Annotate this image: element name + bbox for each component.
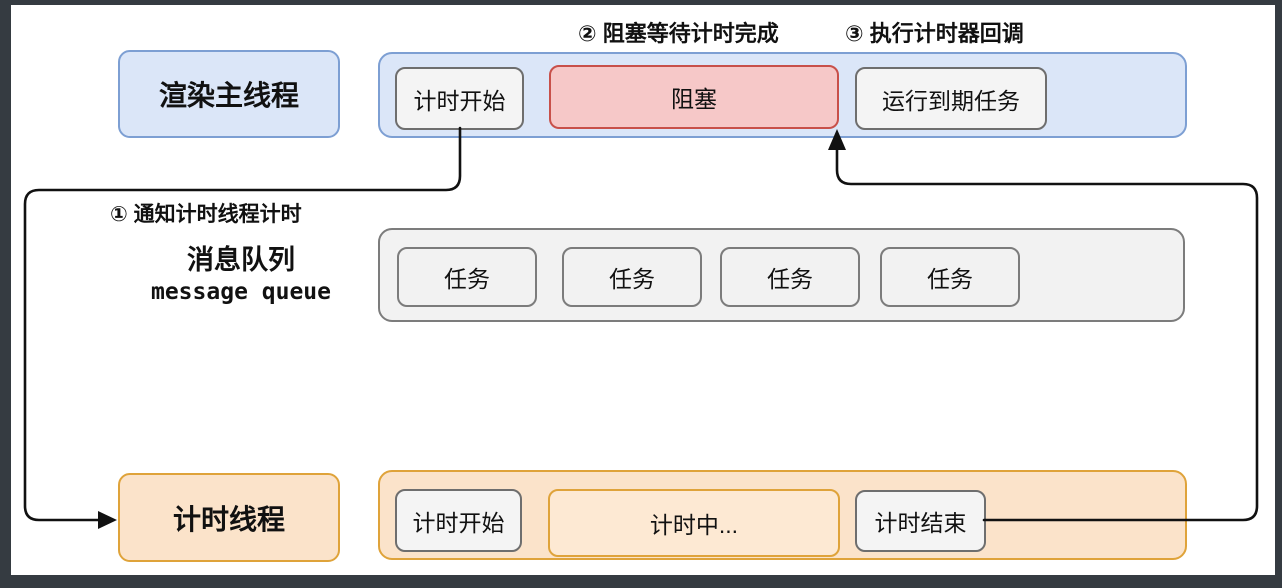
timing-end-box: 计时结束 xyxy=(855,490,986,552)
timing-in-progress-box: 计时中... xyxy=(548,489,840,557)
message-queue-container: 任务 任务 任务 任务 xyxy=(378,228,1185,322)
run-expired-tasks-box: 运行到期任务 xyxy=(855,67,1047,130)
task-box: 任务 xyxy=(397,247,537,307)
task-box: 任务 xyxy=(562,247,702,307)
message-queue-label: 消息队列 message queue xyxy=(91,244,391,307)
step1-annotation: ① 通知计时线程计时 xyxy=(110,203,302,226)
timing-done-callback-arrow xyxy=(828,129,1259,522)
run-expired-tasks-label: 运行到期任务 xyxy=(882,87,1020,114)
render-main-thread-text: 渲染主线程 xyxy=(158,80,299,111)
timing-start-box-main: 计时开始 xyxy=(395,67,524,130)
notify-timer-thread-arrow xyxy=(23,126,462,529)
task-label: 任务 xyxy=(927,266,973,292)
timer-thread-text: 计时线程 xyxy=(172,503,285,535)
task-label: 任务 xyxy=(767,266,813,292)
task-box: 任务 xyxy=(720,247,860,307)
step3-annotation: ③ 执行计时器回调 xyxy=(845,21,1024,46)
task-label: 任务 xyxy=(609,266,655,292)
timer-thread-label: 计时线程 xyxy=(118,473,340,562)
diagram-canvas: ② 阻塞等待计时完成 ③ 执行计时器回调 渲染主线程 计时开始 阻塞 运行到期任… xyxy=(11,5,1275,575)
message-queue-label-en: message queue xyxy=(150,278,331,305)
task-label: 任务 xyxy=(444,266,490,292)
render-main-thread-label: 渲染主线程 xyxy=(118,50,340,138)
step2-annotation: ② 阻塞等待计时完成 xyxy=(578,21,779,46)
timing-start-label-timer: 计时开始 xyxy=(412,509,505,536)
task-box: 任务 xyxy=(880,247,1020,307)
blocked-label: 阻塞 xyxy=(671,86,717,112)
timing-start-box-timer: 计时开始 xyxy=(395,489,522,552)
message-queue-label-zh: 消息队列 xyxy=(187,245,295,275)
timing-end-label: 计时结束 xyxy=(874,510,967,536)
timing-start-label-main: 计时开始 xyxy=(413,87,506,114)
render-main-thread-timeline: 计时开始 阻塞 运行到期任务 xyxy=(378,52,1187,138)
timer-thread-timeline: 计时开始 计时中... 计时结束 xyxy=(378,470,1187,560)
blocked-box: 阻塞 xyxy=(549,65,839,129)
timing-in-progress-label: 计时中... xyxy=(649,512,739,538)
